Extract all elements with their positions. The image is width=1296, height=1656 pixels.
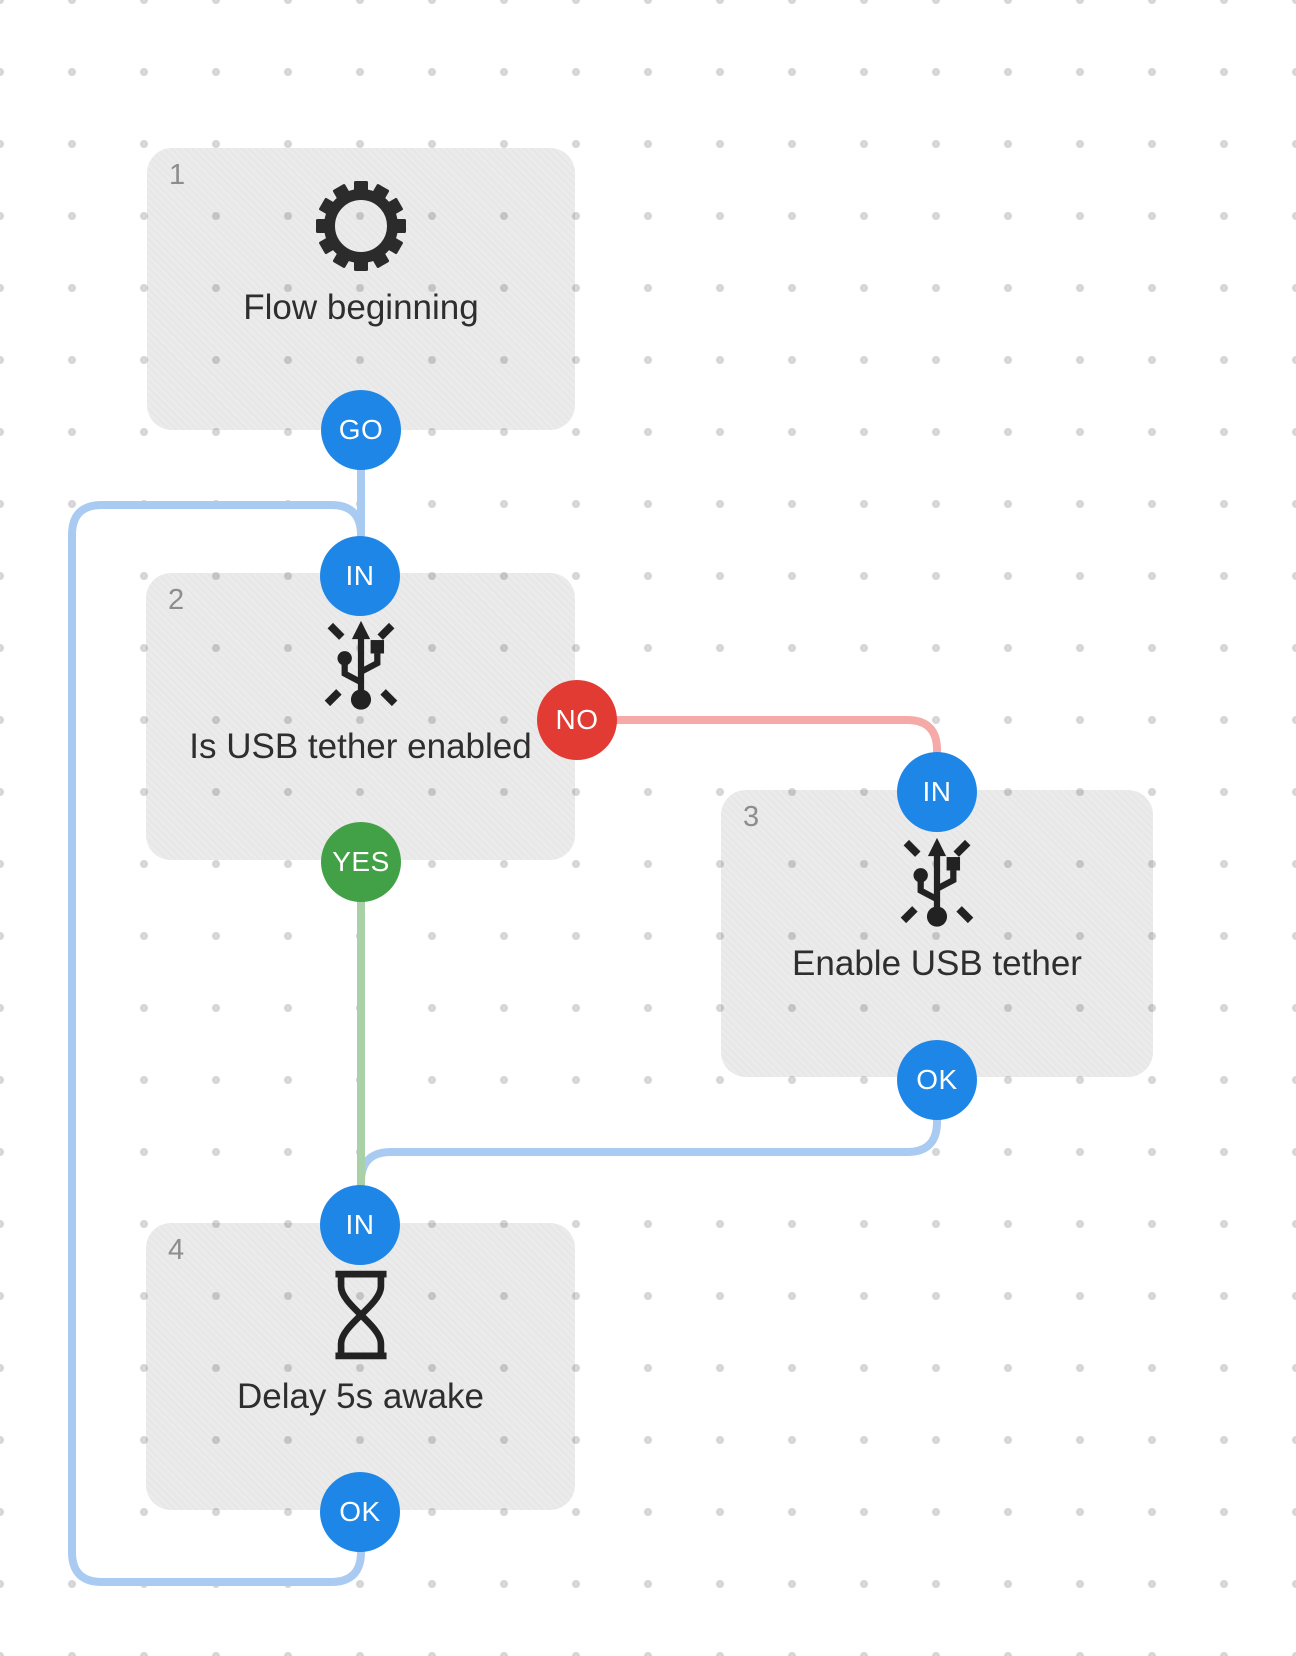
- node-is-usb-tether-enabled[interactable]: 2: [146, 573, 575, 860]
- node-label: Flow beginning: [243, 288, 479, 327]
- gear-icon: [315, 178, 407, 274]
- port-no[interactable]: NO: [537, 680, 617, 760]
- node-number: 2: [168, 584, 185, 616]
- node-enable-usb-tether[interactable]: 3: [721, 790, 1153, 1077]
- edge-ok3-to-in4[interactable]: [357, 1080, 941, 1225]
- port-in[interactable]: IN: [320, 536, 400, 616]
- edge-ok4-to-in2[interactable]: [68, 501, 365, 1586]
- port-in[interactable]: IN: [897, 752, 977, 832]
- usb-tether-icon: [889, 834, 985, 930]
- node-label: Is USB tether enabled: [189, 727, 532, 766]
- hourglass-icon: [330, 1267, 392, 1363]
- node-number: 1: [169, 159, 186, 191]
- node-number: 3: [743, 801, 760, 833]
- port-ok[interactable]: OK: [320, 1472, 400, 1552]
- node-label: Delay 5s awake: [236, 1377, 485, 1416]
- edge-no2-to-in3[interactable]: [577, 716, 941, 792]
- node-label: Enable USB tether: [792, 944, 1082, 983]
- node-flow-beginning[interactable]: 1: [147, 148, 575, 430]
- port-go[interactable]: GO: [321, 390, 401, 470]
- port-yes[interactable]: YES: [321, 822, 401, 902]
- node-number: 4: [168, 1234, 185, 1266]
- node-delay-5s-awake[interactable]: 4 Delay 5s awake: [146, 1223, 575, 1510]
- port-in[interactable]: IN: [320, 1185, 400, 1265]
- usb-tether-icon: [313, 617, 409, 713]
- port-ok[interactable]: OK: [897, 1040, 977, 1120]
